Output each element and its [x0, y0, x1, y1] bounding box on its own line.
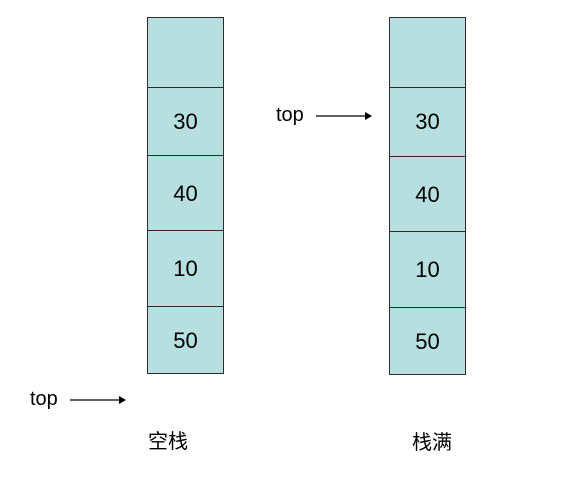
stack-cell	[148, 18, 223, 88]
empty-stack: 30 40 10 50	[147, 17, 224, 374]
full-stack: 30 40 10 50	[389, 17, 466, 375]
cell-value: 30	[415, 109, 440, 134]
stack-cell: 30	[390, 87, 465, 156]
stack-cell: 10	[148, 230, 223, 306]
stack-cell: 50	[148, 306, 223, 374]
cell-value: 40	[415, 181, 440, 207]
full-stack-top-pointer: top	[276, 104, 372, 127]
cell-value: 50	[415, 328, 440, 354]
right-arrow-icon	[69, 395, 126, 404]
cell-value: 40	[173, 180, 198, 206]
stack-cell: 10	[390, 231, 465, 307]
stack-cell: 40	[148, 155, 223, 231]
cell-value: 10	[173, 255, 198, 281]
stack-cell: 40	[390, 156, 465, 232]
cell-value: 50	[173, 327, 198, 353]
right-arrow-icon	[315, 111, 372, 120]
cell-value: 30	[173, 108, 198, 134]
cell-value: 10	[415, 256, 440, 282]
empty-stack-top-pointer: top	[30, 388, 126, 411]
stack-cell: 50	[390, 307, 465, 375]
empty-stack-caption: 空栈	[148, 429, 188, 453]
top-pointer-label: top	[30, 388, 58, 410]
full-stack-caption: 栈满	[412, 430, 452, 454]
top-pointer-label: top	[276, 104, 304, 126]
stack-cell	[390, 18, 465, 88]
stack-cell: 30	[148, 87, 223, 155]
